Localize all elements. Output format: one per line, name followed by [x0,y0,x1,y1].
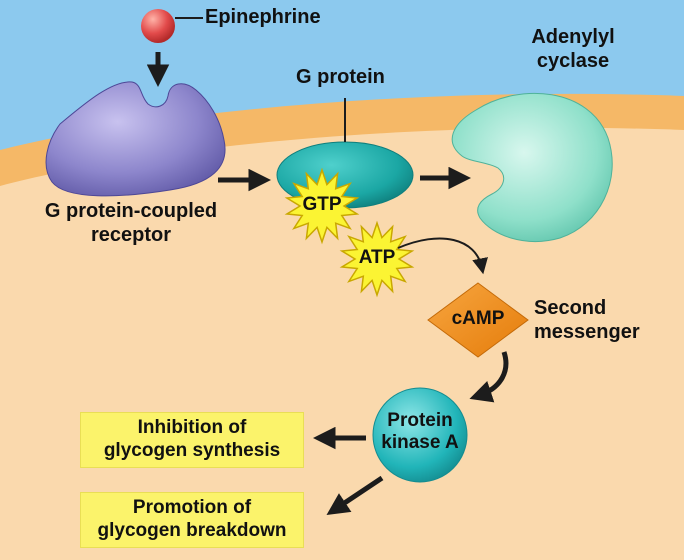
epinephrine-molecule [141,9,175,43]
atp-to-camp-arrow [397,237,488,275]
outcome-inhibition-line2: glycogen synthesis [103,440,281,461]
protein-kinase-a-label: Protein kinase A [375,410,465,455]
gpcr-label: G protein-coupled receptor [26,200,236,247]
gtp-burst [284,167,360,245]
protein-kinase-a [372,387,468,483]
protein-kinase-a-label-line1: Protein [387,410,453,431]
g-protein-coupled-receptor [45,81,226,197]
camp-diamond [427,282,529,358]
epinephrine-label: Epinephrine [205,6,321,28]
gpcr-label-line1: G protein-coupled [44,200,218,222]
adenylyl-cyclase-label-line2: cyclase [536,49,610,72]
gtp-label: GTP [302,194,342,215]
adenylyl-cyclase-label-line1: Adenylyl [531,26,615,48]
outcome-box-promotion: Promotion of glycogen breakdown [80,492,304,548]
second-messenger-label: Second messenger [534,297,640,344]
g-protein-label: G protein [296,66,385,88]
outcome-inhibition-line1: Inhibition of [137,417,247,439]
atp-burst [339,220,415,298]
second-messenger-label-line2: messenger [534,320,640,343]
promotion-arrow [326,475,384,515]
protein-kinase-a-label-line2: kinase A [381,432,459,454]
second-messenger-label-line1: Second [534,297,607,319]
gpcr-label-line2: receptor [90,223,172,246]
camp-to-kinase-arrow [469,351,509,403]
outcome-promotion-line2: glycogen breakdown [97,520,287,541]
outcome-box-inhibition: Inhibition of glycogen synthesis [80,412,304,468]
atp-label: ATP [358,247,396,268]
adenylyl-cyclase-label: Adenylyl cyclase [518,26,628,73]
outcome-promotion-line1: Promotion of [132,497,252,519]
adenylyl-cyclase [451,92,613,242]
camp-label: cAMP [451,308,505,329]
